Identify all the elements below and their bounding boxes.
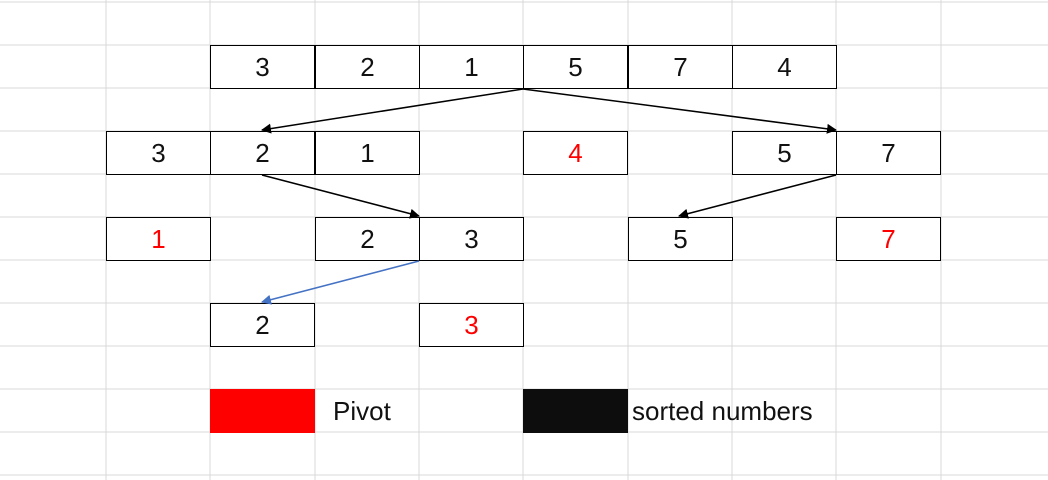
array-cell: 3 [419, 217, 524, 261]
array-cell: 7 [628, 45, 733, 89]
array-cell: 2 [315, 45, 420, 89]
array-cell: 5 [732, 131, 837, 175]
array-cell: 3 [210, 45, 315, 89]
array-cell: 5 [628, 217, 733, 261]
array-cell: 5 [523, 45, 628, 89]
pivot-cell: 3 [419, 303, 524, 347]
array-cell: 2 [210, 131, 315, 175]
array-cell: 3 [106, 131, 211, 175]
array-cell: 1 [419, 45, 524, 89]
pivot-legend-label: Pivot [333, 396, 391, 426]
array-cell: 1 [315, 131, 420, 175]
array-cell: 2 [315, 217, 420, 261]
pivot-legend-swatch [210, 389, 315, 433]
sorted-legend-label: sorted numbers [632, 396, 813, 426]
array-cell: 2 [210, 303, 315, 347]
pivot-cell: 7 [836, 217, 941, 261]
pivot-cell: 1 [106, 217, 211, 261]
sorted-legend-swatch [523, 389, 628, 433]
pivot-cell: 4 [523, 131, 628, 175]
array-cell: 4 [732, 45, 837, 89]
array-cell: 7 [836, 131, 941, 175]
